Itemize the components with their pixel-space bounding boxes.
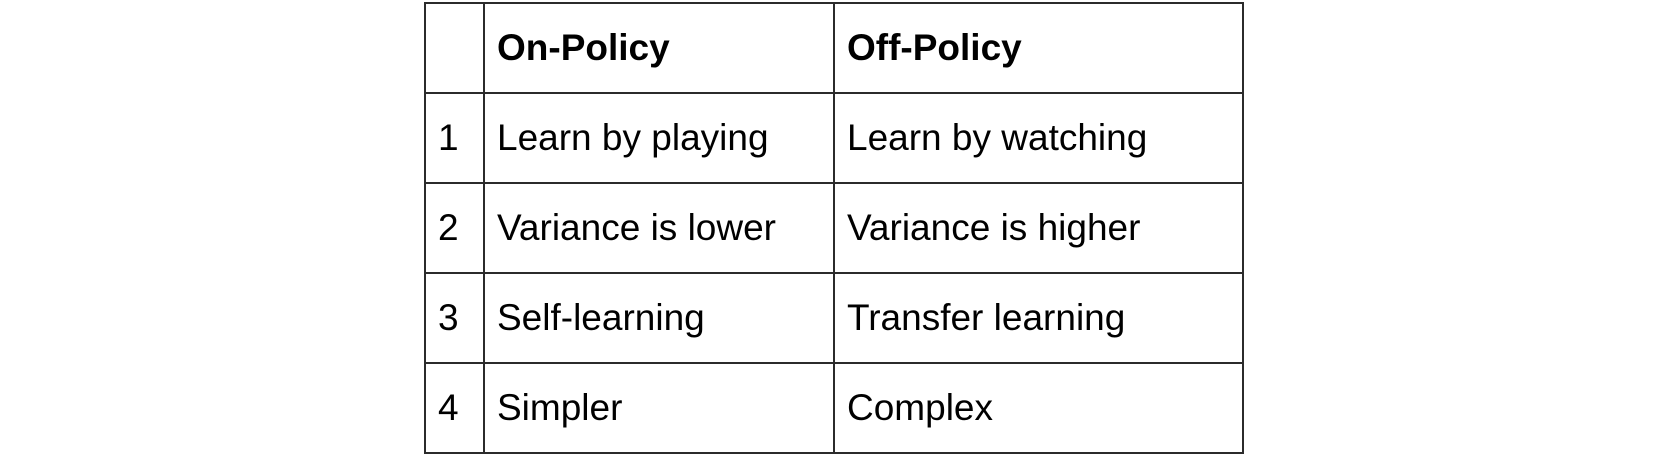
off-policy-cell: Variance is higher [833,182,1244,274]
off-policy-cell: Complex [833,362,1244,454]
header-row: On-Policy Off-Policy [424,2,1244,94]
table-row: 3 Self-learning Transfer learning [424,272,1244,364]
table-header: On-Policy Off-Policy [424,2,1244,94]
row-index: 1 [424,92,485,184]
on-policy-cell: Self-learning [483,272,835,364]
off-policy-cell: Transfer learning [833,272,1244,364]
table-row: 2 Variance is lower Variance is higher [424,182,1244,274]
off-policy-cell: Learn by watching [833,92,1244,184]
on-policy-cell: Learn by playing [483,92,835,184]
table-row: 4 Simpler Complex [424,362,1244,454]
header-on-policy: On-Policy [483,2,835,94]
table-body: 1 Learn by playing Learn by watching 2 V… [424,92,1244,454]
comparison-table: On-Policy Off-Policy 1 Learn by playing … [424,2,1244,454]
on-policy-cell: Simpler [483,362,835,454]
row-index: 3 [424,272,485,364]
row-index: 4 [424,362,485,454]
row-index: 2 [424,182,485,274]
table-row: 1 Learn by playing Learn by watching [424,92,1244,184]
on-policy-cell: Variance is lower [483,182,835,274]
header-off-policy: Off-Policy [833,2,1244,94]
header-index-cell [424,2,485,94]
